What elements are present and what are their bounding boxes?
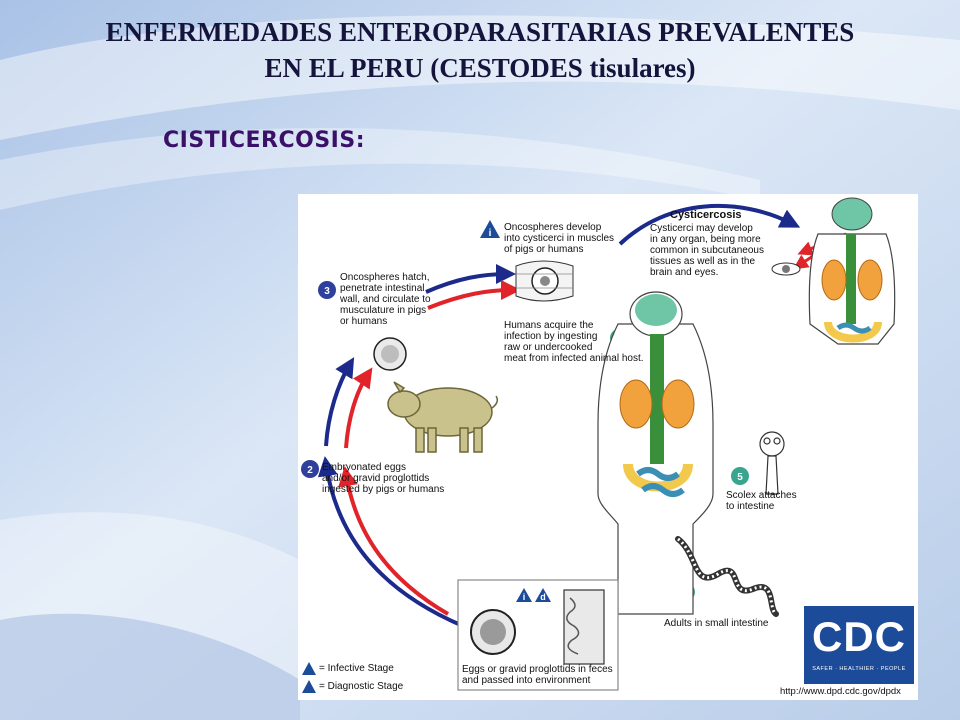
oncosphere-illustration (373, 337, 407, 371)
step-number-5: 5 (737, 472, 743, 483)
step-badge-3 (318, 281, 336, 299)
arrow-blue-egg-to-hatch (324, 357, 355, 447)
cdc-logo-letters: CDC (812, 613, 906, 660)
tissue-cyst-illustration (771, 262, 801, 276)
adult-tapeworm-illustration (675, 536, 779, 617)
pig-illustration (387, 381, 499, 453)
step-badge-2 (301, 460, 319, 478)
legend-infective: = Infective Stage (302, 662, 394, 675)
step-6-text: Adults in small intestine (664, 618, 769, 629)
muscle-cyst-illustration (515, 260, 574, 302)
scolex-illustration (759, 431, 785, 495)
step-3-text: Oncospheres hatch, penetrate intestinal … (340, 272, 431, 327)
diagnostic-letter-1: d (540, 592, 546, 602)
legend-diagnostic: = Diagnostic Stage (302, 680, 403, 693)
cysticercosis-heading: Cysticercosis (670, 209, 742, 221)
section-subtitle: CISTICERCOSIS: (163, 128, 366, 153)
diagnostic-stage-icon (302, 680, 316, 693)
legend-diagnostic-label: = Diagnostic Stage (319, 681, 404, 692)
step-5-text: Scolex attaches to intestine (726, 490, 797, 512)
cycle-arrows (317, 203, 801, 628)
arrow-red-egg-to-hatch (344, 367, 373, 449)
step-number-2: 2 (307, 465, 313, 476)
arrow-blue-muscle-to-cysticercosis (618, 203, 801, 246)
arrow-red-env-to-egg (338, 466, 450, 616)
infective-letter-1: i (489, 228, 492, 239)
infective-letter-2: i (523, 592, 526, 602)
step-2-text: Embryonated eggs and/or gravid proglotti… (322, 462, 445, 495)
step-badge-5 (731, 467, 749, 485)
life-cycle-artwork: 3 2 4 5 6 1 i (301, 197, 896, 691)
arrow-red-hatch-to-muscle (427, 280, 521, 310)
life-cycle-diagram: 3 2 4 5 6 1 i (298, 194, 918, 700)
legend-infective-label: = Infective Stage (319, 663, 394, 674)
environment-box: i d (457, 579, 619, 691)
infective-stage-icon: i (480, 220, 500, 239)
title-line-1: ENFERMEDADES ENTEROPARASITARIAS PREVALEN… (105, 17, 855, 47)
cysticercosis-description: Cysticerci may develop in any organ, bei… (650, 223, 764, 278)
cdc-logo: CDC SAFER · HEALTHIER · PEOPLE (804, 606, 914, 684)
infective-stage-icon (302, 662, 316, 675)
arrow-blue-hatch-to-muscle (425, 264, 516, 294)
arrow-blue-env-to-egg (317, 456, 464, 628)
human-body-cysticercosis (808, 197, 896, 345)
title-line-2: EN EL PERU (CESTODES tisulares) (264, 53, 696, 83)
step-1-text: Eggs or gravid proglottids in feces and … (462, 664, 613, 686)
oncospheres-develop-note: Oncospheres develop into cysticerci in m… (504, 222, 615, 255)
slide-title: ENFERMEDADES ENTEROPARASITARIAS PREVALEN… (0, 14, 960, 86)
cdc-logo-tagline: SAFER · HEALTHIER · PEOPLE (812, 666, 906, 672)
step-4-text: Humans acquire the infection by ingestin… (504, 320, 644, 364)
source-url[interactable]: http://www.dpd.cdc.gov/dpdx (780, 686, 901, 697)
human-body-center (597, 291, 714, 615)
step-number-3: 3 (324, 286, 330, 297)
